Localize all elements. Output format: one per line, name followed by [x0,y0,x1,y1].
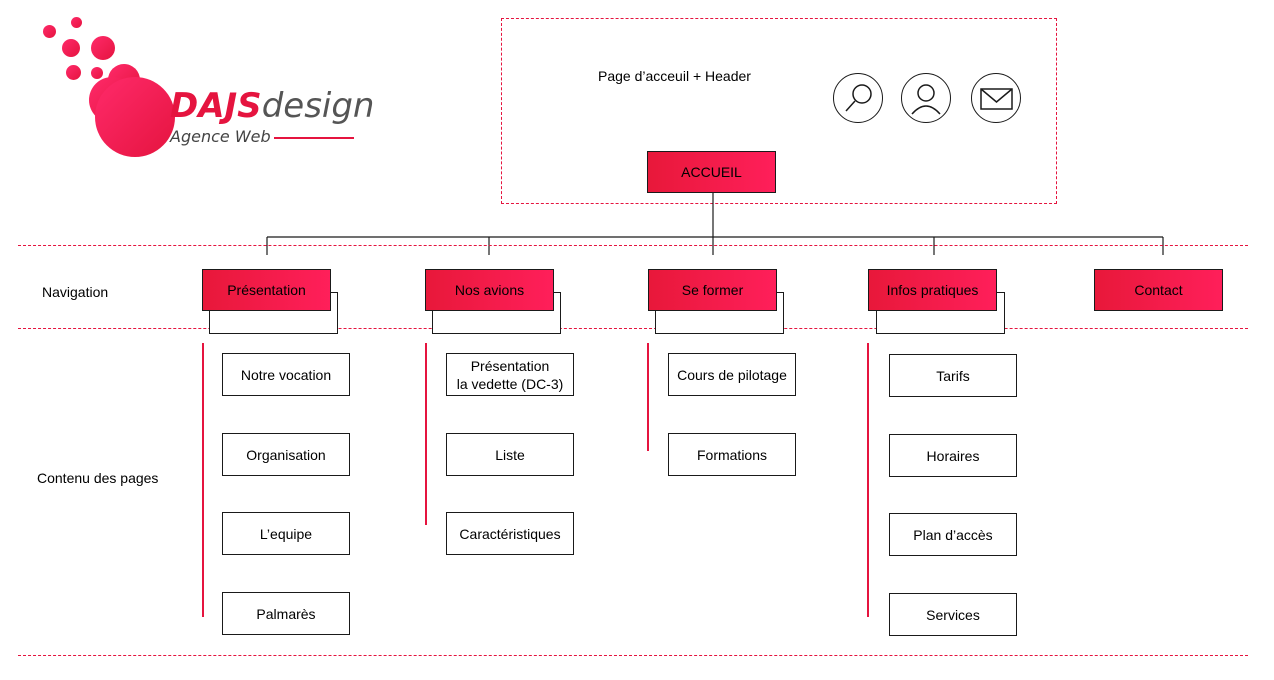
page-horaires: Horaires [889,434,1017,477]
page-liste: Liste [446,433,574,476]
user-icon [901,73,951,123]
logo-bubble [66,65,81,80]
logo-bubble [91,67,103,79]
logo-underline [274,137,354,139]
logo-tagline: Agence Web [170,127,271,146]
separator-middle [18,328,1248,329]
nav-contact: Contact [1094,269,1223,311]
logo-bubble [43,25,56,38]
nav-se-former: Se former [648,269,777,311]
section-line [647,343,649,451]
root-node-accueil: ACCUEIL [647,151,776,193]
page-presentation-vedette: Présentation la vedette (DC-3) [446,353,574,396]
search-icon [833,73,883,123]
page-organisation: Organisation [222,433,350,476]
logo: DAJSdesign Agence Web [38,14,374,164]
header-region [501,18,1057,204]
logo-bubble [91,36,115,60]
page-formations: Formations [668,433,796,476]
nav-nos-avions: Nos avions [425,269,554,311]
navigation-label: Navigation [42,284,109,300]
page-equipe: L’equipe [222,512,350,555]
logo-bubble [71,17,82,28]
logo-bubble [62,39,80,57]
page-cours-de-pilotage: Cours de pilotage [668,353,796,396]
logo-main-circle [95,77,175,157]
mail-icon [971,73,1021,123]
separator-bottom [18,655,1248,656]
nav-presentation: Présentation [202,269,331,311]
page-palmares: Palmarès [222,592,350,635]
logo-brand: DAJSdesign [170,86,375,126]
section-line [425,343,427,525]
content-label: Contenu des pages [37,470,159,486]
page-caracteristiques: Caractéristiques [446,512,574,555]
section-line [202,343,204,617]
section-line [867,343,869,617]
nav-infos-pratiques: Infos pratiques [868,269,997,311]
page-tarifs: Tarifs [889,354,1017,397]
page-services: Services [889,593,1017,636]
separator-top [18,245,1248,246]
page-notre-vocation: Notre vocation [222,353,350,396]
page-plan-acces: Plan d’accès [889,513,1017,556]
header-caption: Page d’acceuil + Header [598,68,751,84]
